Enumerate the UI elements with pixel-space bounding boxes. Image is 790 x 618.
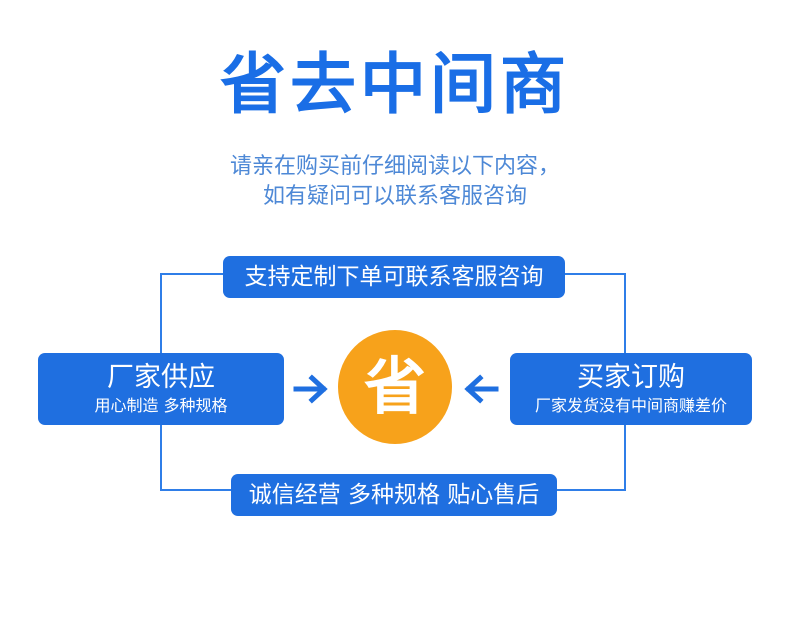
- arrow-left-icon: [464, 374, 499, 404]
- factory-supply-box: 厂家供应 用心制造 多种规格: [38, 353, 284, 425]
- buyer-order-subtitle: 厂家发货没有中间商赚差价: [534, 396, 727, 415]
- buyer-order-box: 买家订购 厂家发货没有中间商赚差价: [510, 353, 752, 425]
- save-circle: 省: [338, 330, 452, 444]
- factory-supply-title: 厂家供应: [107, 362, 215, 393]
- page-title: 省去中间商: [220, 46, 570, 123]
- bottom-label-pill: 诚信经营 多种规格 贴心售后: [231, 474, 557, 516]
- buyer-order-title: 买家订购: [577, 362, 685, 393]
- subtitle-line-2: 如有疑问可以联系客服咨询: [262, 184, 527, 209]
- top-label-pill: 支持定制下单可联系客服咨询: [223, 256, 565, 298]
- factory-supply-subtitle: 用心制造 多种规格: [94, 396, 228, 415]
- subtitle-line-1: 请亲在购买前仔细阅读以下内容，: [229, 154, 560, 179]
- arrow-right-icon: [293, 374, 328, 404]
